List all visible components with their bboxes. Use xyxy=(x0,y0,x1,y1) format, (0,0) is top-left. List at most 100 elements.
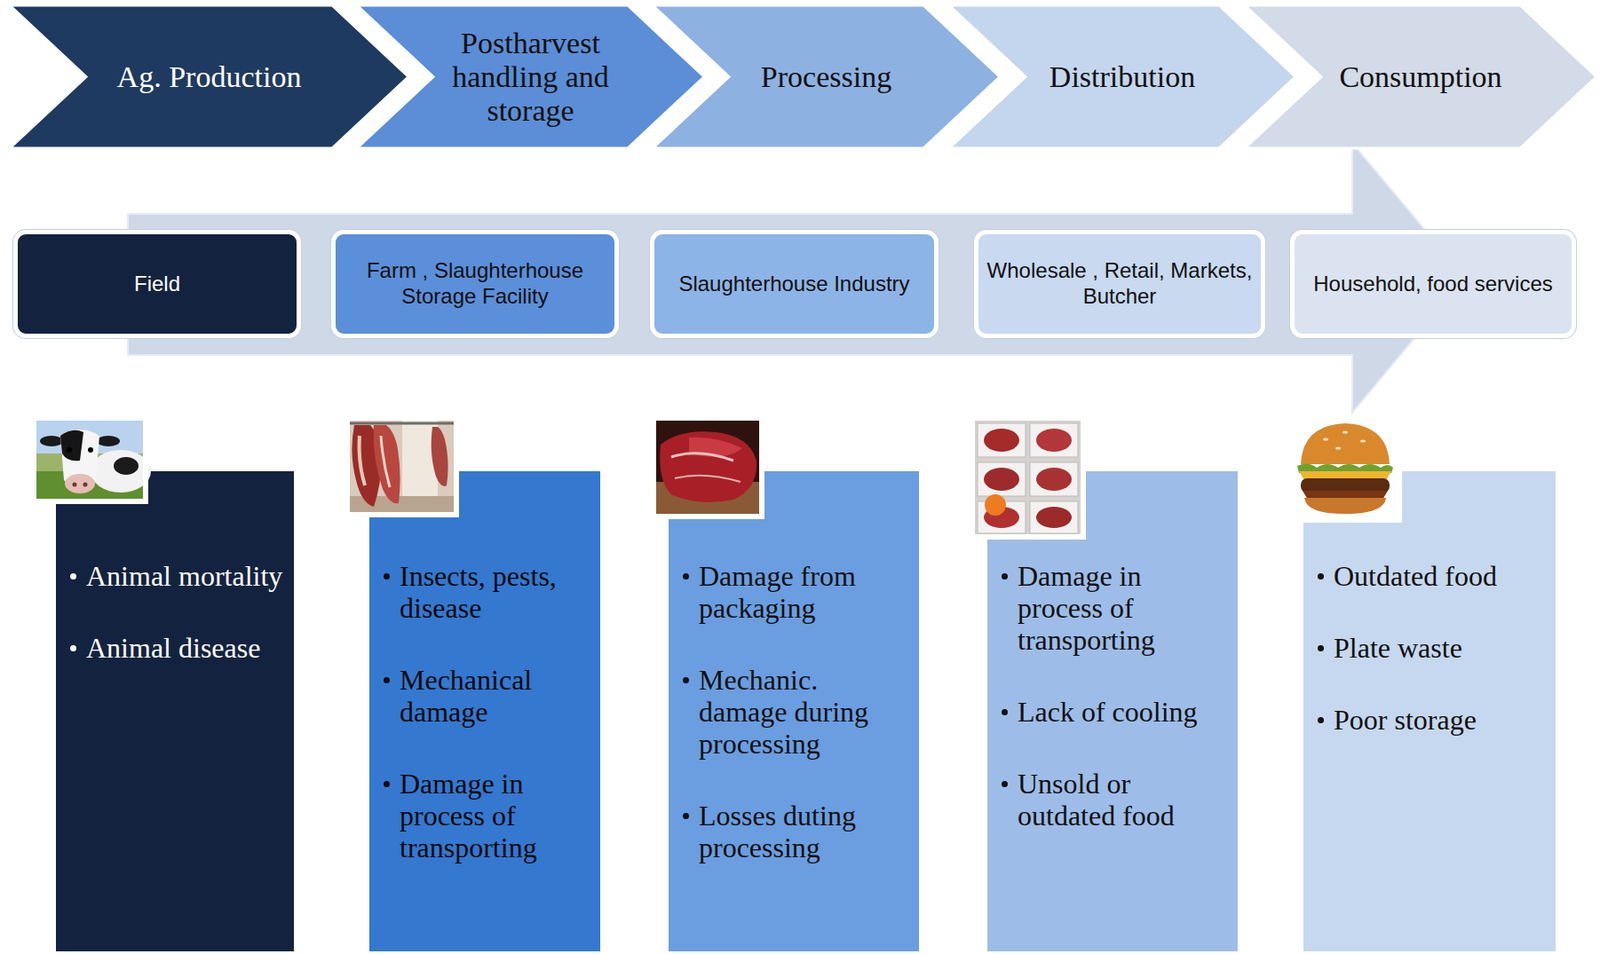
bullet-dot xyxy=(1317,573,1324,580)
text-area: Insects, pests, diseaseMechanical damage… xyxy=(399,560,594,945)
box-label: Household, food services xyxy=(1313,271,1553,298)
carcass-photo xyxy=(347,418,457,515)
bullet-dot xyxy=(1317,645,1324,652)
packaged-meat-photo xyxy=(984,494,1006,516)
bullet-dot xyxy=(682,813,690,820)
stage-chevron: Processing xyxy=(652,5,1000,149)
packaged-meat-photo xyxy=(1029,462,1078,497)
cow-photo xyxy=(83,483,88,488)
bullet-item: Damage in process of transporting xyxy=(1017,560,1231,657)
cow-photo xyxy=(33,418,151,502)
carcass-photo xyxy=(347,422,457,426)
burger-photo xyxy=(1360,439,1366,443)
text-area: Consumption xyxy=(1321,5,1521,149)
box-label: Processing xyxy=(760,60,892,95)
packaged-meat-photo xyxy=(1036,467,1072,492)
bullet-text: Losses duting processing xyxy=(698,800,912,864)
bullet-dot xyxy=(1001,573,1008,580)
bullet-item: Outdated food xyxy=(1333,560,1549,593)
location-box: Household, food services xyxy=(1290,229,1577,339)
stage-chevron: Consumption xyxy=(1244,5,1597,149)
cow-photo xyxy=(96,435,120,447)
raw-meat-photo xyxy=(674,475,741,483)
loss-cause-box: Insects, pests, diseaseMechanical damage… xyxy=(369,471,601,952)
packaged-meat-photo xyxy=(983,428,1020,452)
bullet-text: Animal mortality xyxy=(86,560,283,593)
raw-meat-photo xyxy=(659,431,757,503)
bullet-text: Mechanic. damage during processing xyxy=(698,664,912,761)
carcass-photo xyxy=(431,427,449,487)
location-box: Slaughterhouse Industry xyxy=(649,229,939,339)
cow-photo xyxy=(60,430,84,462)
carcass-photo xyxy=(359,435,365,486)
bullet-text: Unsold or outdated food xyxy=(1017,768,1231,832)
chevron-shape xyxy=(949,5,1296,149)
bullet-text: Damage in process of transporting xyxy=(399,768,594,864)
box-label: Distribution xyxy=(1049,60,1196,95)
bullet-text: Damage in process of transporting xyxy=(1017,560,1231,657)
text-area: Outdated foodPlate wastePoor storage xyxy=(1333,560,1549,945)
bullet-item: Damage from packaging xyxy=(698,560,912,625)
bullet-item: Mechanical damage xyxy=(399,664,594,729)
cow-photo xyxy=(90,450,151,493)
bullet-text: Lack of cooling xyxy=(1017,696,1198,729)
raw-meat-photo xyxy=(653,418,762,517)
bullet-dot xyxy=(70,573,77,580)
bullet-item: Mechanic. damage during processing xyxy=(698,664,912,761)
burger-photo xyxy=(1290,418,1400,521)
box-label: Postharvest handling and storage xyxy=(433,26,628,128)
cow-photo xyxy=(64,474,96,494)
cow-photo xyxy=(113,457,139,476)
bullet-dot xyxy=(1317,717,1324,724)
burger-photo xyxy=(1290,418,1400,521)
bullet-item: Losses duting processing xyxy=(698,800,912,864)
box-label: Farm , Slaughterhouse Storage Facility xyxy=(342,258,608,310)
flow-band-arrow xyxy=(127,142,1466,413)
burger-photo xyxy=(1300,423,1390,465)
stage-chevron: Distribution xyxy=(949,5,1296,149)
text-area: Distribution xyxy=(1025,5,1220,149)
cow-photo xyxy=(39,435,64,447)
bullet-dot xyxy=(70,645,77,652)
chevron-shape xyxy=(1244,5,1597,149)
packaged-meat-photo xyxy=(1029,423,1078,458)
loss-cause-box: Animal mortalityAnimal disease xyxy=(55,471,294,952)
location-box: Farm , Slaughterhouse Storage Facility xyxy=(331,229,619,339)
packaged-meat-photo xyxy=(1036,428,1072,452)
packaged-meat-photo xyxy=(972,418,1084,538)
box-label: Field xyxy=(134,271,181,298)
bullet-dot xyxy=(383,781,390,788)
box-label: Consumption xyxy=(1338,60,1502,95)
location-box: Wholesale , Retail, Markets, Butcher xyxy=(974,229,1266,339)
stage-chevron: Ag. Production xyxy=(9,5,409,149)
packaged-meat-photo xyxy=(972,418,1084,538)
burger-photo xyxy=(1300,478,1390,493)
text-area: Animal mortalityAnimal disease xyxy=(86,560,287,945)
text-area: Slaughterhouse Industry xyxy=(661,234,927,334)
burger-photo xyxy=(1335,446,1341,450)
chevron-shape xyxy=(9,5,409,149)
raw-meat-photo xyxy=(653,418,762,517)
packaged-meat-photo xyxy=(1029,501,1078,534)
carcass-photo xyxy=(347,418,457,515)
text-area: Ag. Production xyxy=(86,5,333,149)
carcass-photo xyxy=(373,425,401,504)
location-box: Field xyxy=(13,229,301,339)
cow-photo xyxy=(72,483,78,488)
bullet-text: Plate waste xyxy=(1333,632,1463,665)
text-area: Field xyxy=(24,234,290,334)
bullet-item: Lack of cooling xyxy=(1017,696,1231,729)
cow-photo xyxy=(33,418,146,502)
cow-photo xyxy=(87,447,94,453)
burger-photo xyxy=(1322,437,1329,441)
bullet-dot xyxy=(383,573,390,580)
bullet-item: Unsold or outdated food xyxy=(1017,768,1231,832)
cow-photo xyxy=(66,447,72,453)
bullet-text: Outdated food xyxy=(1333,560,1498,593)
burger-photo xyxy=(1304,498,1387,515)
bullet-item: Plate waste xyxy=(1333,632,1549,665)
bullet-text: Animal disease xyxy=(86,632,261,665)
text-area: Damage from packagingMechanic. damage du… xyxy=(698,560,912,945)
text-area: Processing xyxy=(728,5,924,149)
packaged-meat-photo xyxy=(977,423,1026,458)
